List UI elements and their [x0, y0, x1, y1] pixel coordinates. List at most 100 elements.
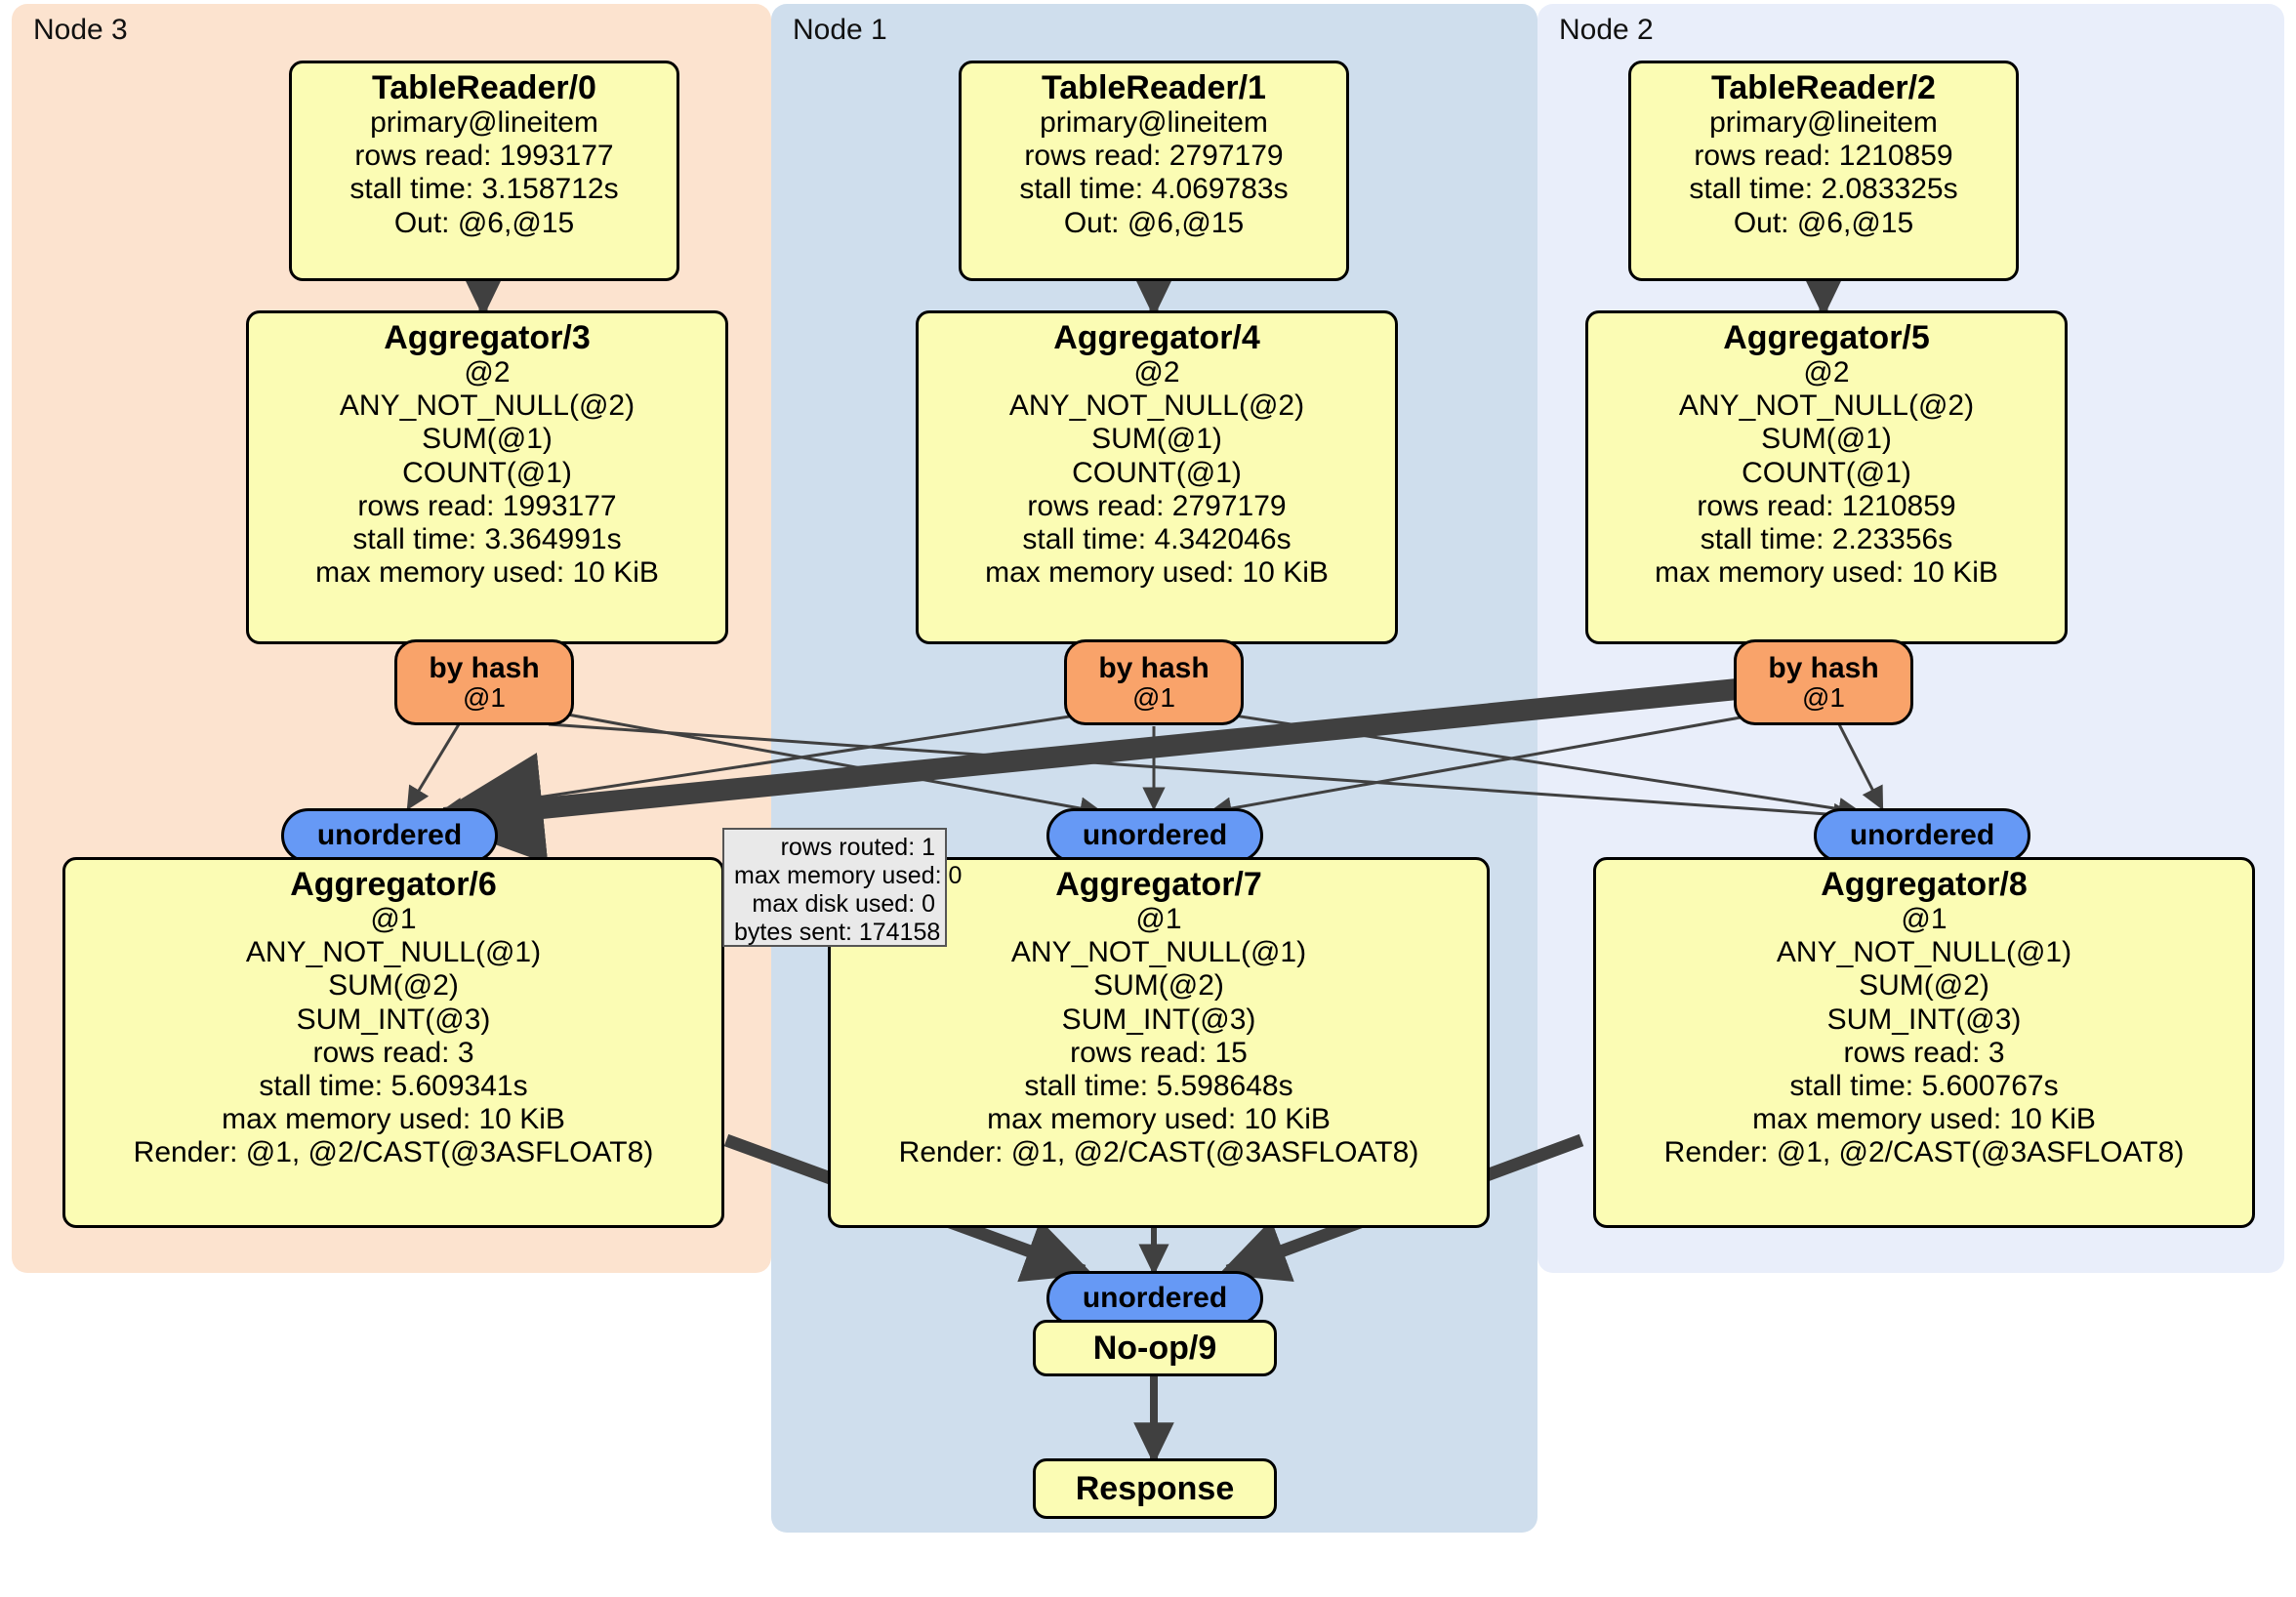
processor-line: SUM(@1)	[1761, 423, 1892, 456]
processor-noop-9[interactable]: No-op/9	[1033, 1320, 1277, 1376]
processor-line: @2	[464, 356, 511, 389]
stream-stats-tooltip: rows routed: 1 max memory used: 0 max di…	[722, 828, 963, 947]
processor-line: max memory used: 10 KiB	[1752, 1103, 2096, 1136]
processor-line: Out: @6,@15	[1733, 206, 1914, 239]
router-sublabel: @1	[463, 682, 506, 714]
processor-line: primary@lineitem	[370, 106, 598, 140]
processor-line: max memory used: 10 KiB	[315, 556, 659, 590]
processor-line: COUNT(@1)	[1072, 456, 1242, 489]
synchronizer-label: unordered	[1849, 819, 1995, 852]
processor-aggregator-8[interactable]: Aggregator/8 @1 ANY_NOT_NULL(@1) SUM(@2)…	[1593, 857, 2255, 1228]
processor-line: ANY_NOT_NULL(@1)	[245, 936, 542, 969]
router-sublabel: @1	[1802, 682, 1845, 714]
processor-line: Render: @1, @2/CAST(@3ASFLOAT8)	[1663, 1136, 2185, 1169]
processor-line: ANY_NOT_NULL(@1)	[1776, 936, 2072, 969]
processor-response[interactable]: Response	[1033, 1458, 1277, 1519]
synchronizer-unordered-6[interactable]: unordered	[281, 808, 498, 863]
synchronizer-label: unordered	[1082, 819, 1228, 852]
processor-line: SUM(@1)	[422, 423, 553, 456]
processor-line: SUM(@2)	[1859, 969, 1989, 1003]
processor-title: Aggregator/3	[384, 319, 591, 356]
processor-line: SUM(@2)	[328, 969, 459, 1003]
processor-title: Aggregator/6	[290, 866, 497, 903]
processor-title: Aggregator/5	[1723, 319, 1930, 356]
processor-line: SUM_INT(@3)	[1061, 1003, 1256, 1036]
processor-title: TableReader/2	[1711, 69, 1936, 106]
processor-tablereader-1[interactable]: TableReader/1 primary@lineitem rows read…	[959, 61, 1349, 281]
processor-line: max memory used: 10 KiB	[985, 556, 1329, 590]
processor-line: ANY_NOT_NULL(@2)	[1678, 389, 1975, 423]
processor-line: stall time: 3.158712s	[349, 173, 619, 206]
processor-aggregator-5[interactable]: Aggregator/5 @2 ANY_NOT_NULL(@2) SUM(@1)…	[1585, 310, 2068, 644]
processor-line: rows read: 1210859	[1694, 140, 1953, 173]
router-label: by hash	[1098, 651, 1210, 684]
processor-line: SUM(@1)	[1091, 423, 1222, 456]
synchronizer-unordered-7[interactable]: unordered	[1046, 808, 1263, 863]
processor-title: TableReader/1	[1042, 69, 1266, 106]
processor-line: @1	[1901, 903, 1948, 936]
processor-line: rows read: 1210859	[1697, 489, 1956, 522]
router-by-hash-4[interactable]: by hash @1	[1064, 639, 1244, 725]
processor-line: rows read: 2797179	[1027, 489, 1287, 522]
processor-line: stall time: 3.364991s	[352, 523, 622, 556]
processor-line: ANY_NOT_NULL(@2)	[339, 389, 636, 423]
processor-aggregator-4[interactable]: Aggregator/4 @2 ANY_NOT_NULL(@2) SUM(@1)…	[916, 310, 1398, 644]
processor-line: rows read: 3	[1843, 1036, 2005, 1069]
processor-line: @2	[1803, 356, 1850, 389]
processor-line: max memory used: 10 KiB	[222, 1103, 565, 1136]
tooltip-line: bytes sent: 174158	[734, 919, 941, 946]
processor-aggregator-3[interactable]: Aggregator/3 @2 ANY_NOT_NULL(@2) SUM(@1)…	[246, 310, 728, 644]
processor-line: Render: @1, @2/CAST(@3ASFLOAT8)	[133, 1136, 654, 1169]
processor-line: primary@lineitem	[1040, 106, 1268, 140]
processor-line: SUM(@2)	[1093, 969, 1224, 1003]
processor-line: stall time: 4.342046s	[1022, 523, 1292, 556]
processor-line: primary@lineitem	[1709, 106, 1938, 140]
processor-title: TableReader/0	[372, 69, 596, 106]
processor-line: COUNT(@1)	[1742, 456, 1911, 489]
processor-line: SUM_INT(@3)	[296, 1003, 491, 1036]
processor-line: Out: @6,@15	[393, 206, 575, 239]
processor-line: stall time: 5.609341s	[259, 1070, 528, 1103]
tooltip-line: rows routed: 1	[780, 834, 935, 861]
processor-line: COUNT(@1)	[402, 456, 572, 489]
processor-line: stall time: 5.598648s	[1024, 1070, 1293, 1103]
processor-line: ANY_NOT_NULL(@2)	[1008, 389, 1305, 423]
processor-line: rows read: 2797179	[1024, 140, 1284, 173]
processor-line: @2	[1133, 356, 1180, 389]
processor-tablereader-2[interactable]: TableReader/2 primary@lineitem rows read…	[1628, 61, 2019, 281]
router-label: by hash	[1768, 651, 1879, 684]
processor-aggregator-6[interactable]: Aggregator/6 @1 ANY_NOT_NULL(@1) SUM(@2)…	[62, 857, 724, 1228]
processor-line: stall time: 5.600767s	[1789, 1070, 2059, 1103]
cluster-label-node-1: Node 1	[793, 14, 887, 46]
synchronizer-unordered-8[interactable]: unordered	[1814, 808, 2030, 863]
processor-title: No-op/9	[1092, 1329, 1217, 1367]
processor-line: SUM_INT(@3)	[1826, 1003, 2022, 1036]
processor-line: stall time: 2.23356s	[1700, 523, 1953, 556]
router-sublabel: @1	[1132, 682, 1175, 714]
router-by-hash-3[interactable]: by hash @1	[394, 639, 574, 725]
processor-line: ANY_NOT_NULL(@1)	[1010, 936, 1307, 969]
processor-title: Response	[1075, 1469, 1235, 1507]
processor-title: Aggregator/8	[1821, 866, 2028, 903]
processor-line: stall time: 4.069783s	[1019, 173, 1289, 206]
processor-line: @1	[370, 903, 417, 936]
processor-title: Aggregator/7	[1055, 866, 1262, 903]
processor-line: rows read: 3	[312, 1036, 474, 1069]
tooltip-line: max memory used: 0	[734, 862, 963, 889]
processor-title: Aggregator/4	[1053, 319, 1260, 356]
cluster-label-node-3: Node 3	[33, 14, 128, 46]
processor-line: stall time: 2.083325s	[1689, 173, 1958, 206]
processor-tablereader-0[interactable]: TableReader/0 primary@lineitem rows read…	[289, 61, 679, 281]
processor-line: rows read: 1993177	[357, 489, 617, 522]
tooltip-line: max disk used: 0	[752, 890, 935, 918]
processor-line: Render: @1, @2/CAST(@3ASFLOAT8)	[898, 1136, 1419, 1169]
processor-line: max memory used: 10 KiB	[987, 1103, 1331, 1136]
synchronizer-label: unordered	[1082, 1282, 1228, 1315]
processor-line: Out: @6,@15	[1063, 206, 1245, 239]
synchronizer-unordered-9[interactable]: unordered	[1046, 1271, 1263, 1326]
router-by-hash-5[interactable]: by hash @1	[1734, 639, 1913, 725]
router-label: by hash	[429, 651, 540, 684]
processor-line: rows read: 15	[1070, 1036, 1248, 1069]
cluster-label-node-2: Node 2	[1559, 14, 1654, 46]
